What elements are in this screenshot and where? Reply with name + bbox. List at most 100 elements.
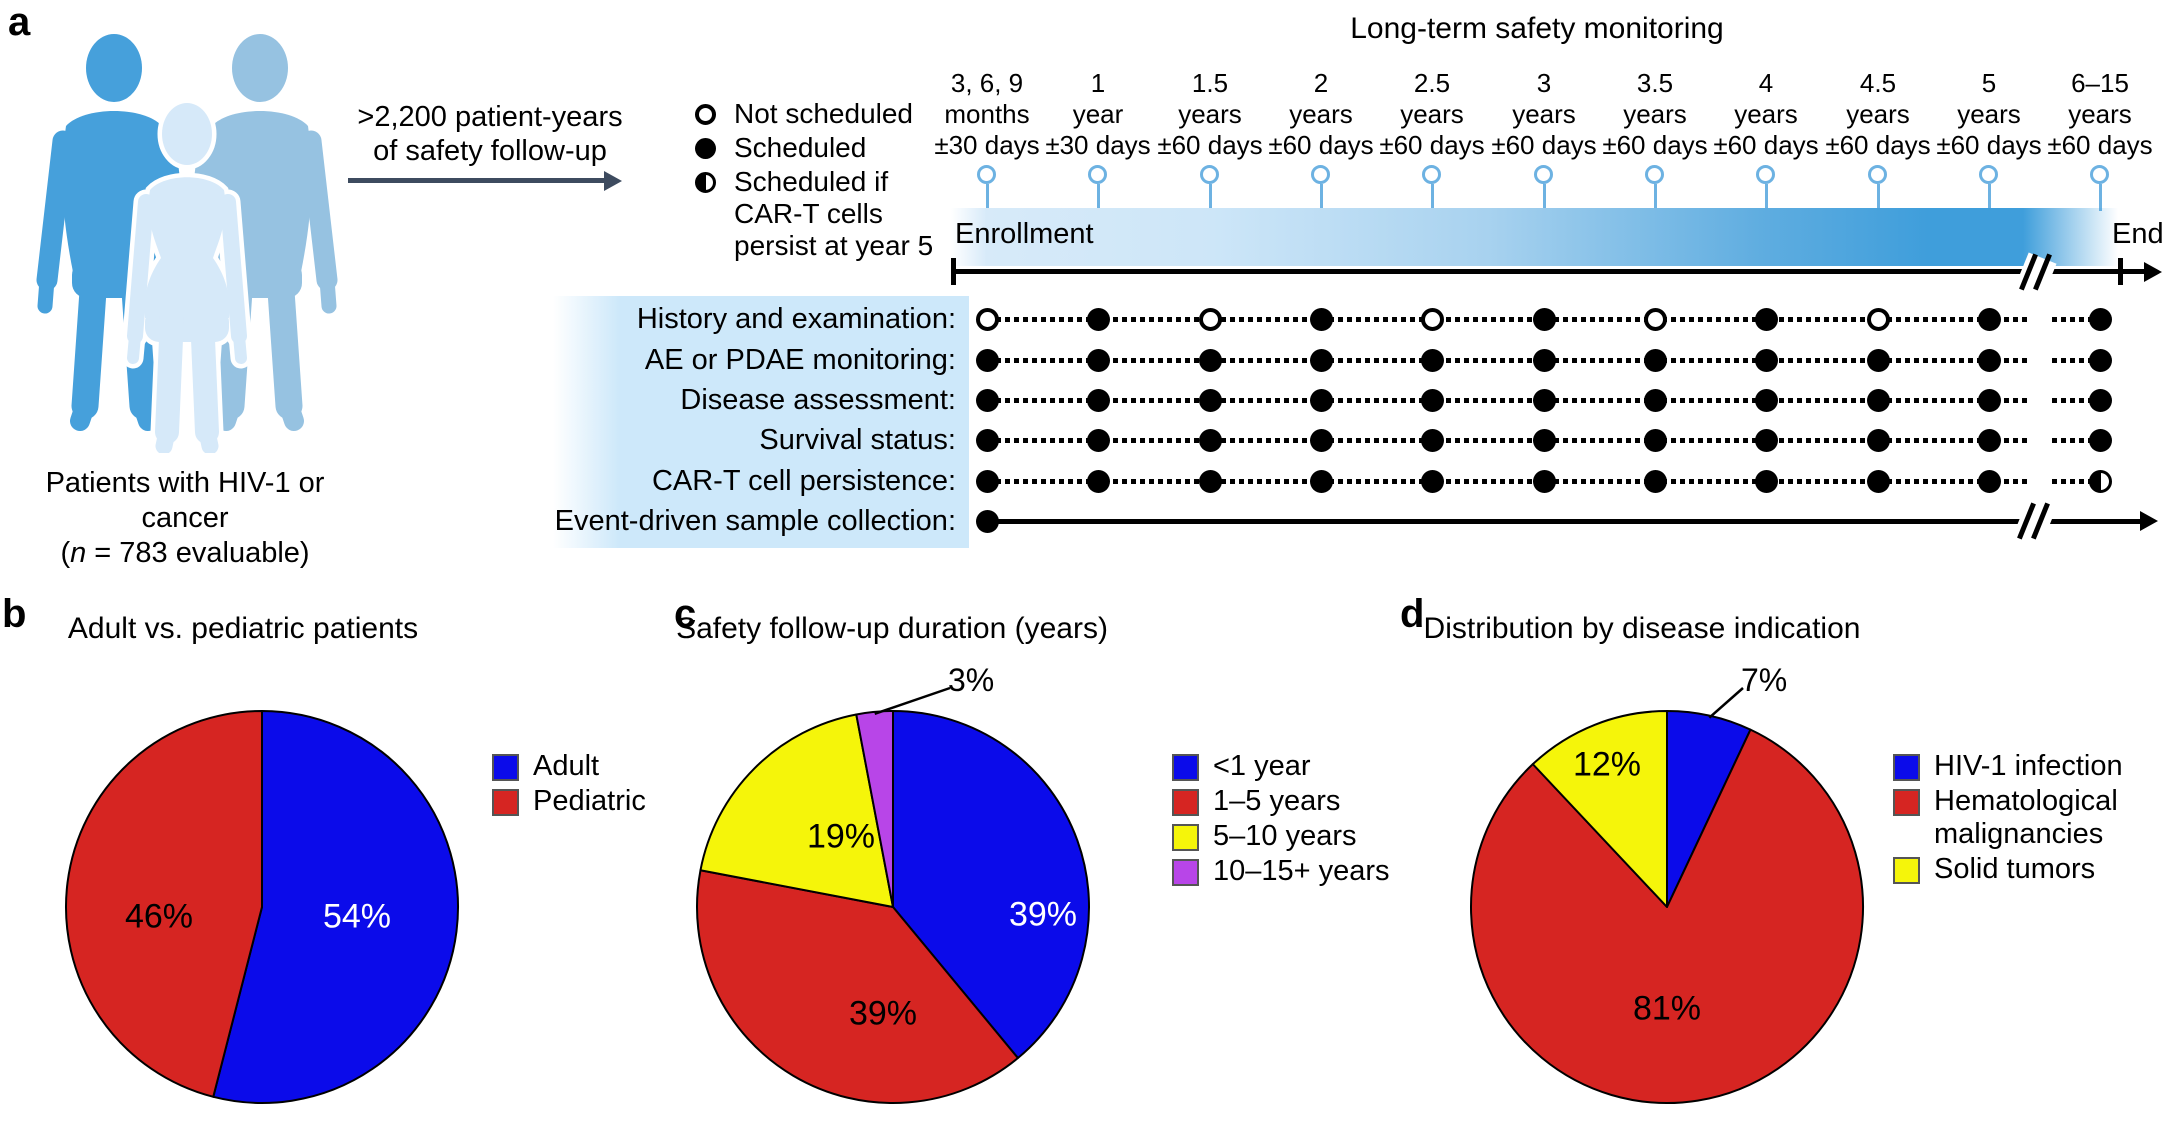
schedule-legend-label: Scheduled — [734, 132, 867, 163]
schedule-legend-item: Scheduled if CAR-T cells persist at year… — [695, 166, 933, 262]
half-circle-icon — [695, 172, 716, 193]
timepoint-label-line: 4.5 — [1859, 68, 1897, 98]
open-circle-icon — [695, 104, 716, 125]
timepoint-label-line: years — [1734, 99, 1798, 129]
pie-slice — [699, 713, 894, 908]
filled-visit-dot — [1086, 469, 1110, 493]
pie-chart-b — [65, 710, 459, 1104]
schedule-row-label: AE or PDAE monitoring: — [644, 344, 956, 376]
timepoint-pin-stem — [985, 184, 989, 211]
filled-visit-dot — [1643, 388, 1667, 412]
pie-pct-label: 39% — [1008, 895, 1078, 934]
timepoint-label-line: 5 — [1981, 68, 1997, 98]
filled-visit-dot — [1532, 428, 1556, 452]
schedule-dotted-line — [987, 316, 2028, 322]
filled-visit-dot — [1866, 348, 1890, 372]
timepoint-pin-head — [1645, 165, 1664, 184]
patients-caption-line2: (n = 783 evaluable) — [60, 537, 310, 569]
timepoint-label-line: years — [1512, 99, 1576, 129]
event-arrow-line — [987, 518, 2142, 524]
filled-visit-dot — [975, 348, 999, 372]
timepoint-label-line: year — [1072, 99, 1124, 129]
schedule-dotted-line — [2052, 357, 2100, 363]
pie-title: Adult vs. pediatric patients — [67, 612, 419, 645]
timepoint-pin-stem — [1096, 184, 1100, 211]
filled-visit-dot — [1977, 428, 2001, 452]
timepoint-pin-stem — [1764, 184, 1768, 211]
timepoint-pin-stem — [1876, 184, 1880, 211]
pie-pct-label: 46% — [124, 897, 194, 936]
timepoint-label-line: years — [1846, 99, 1910, 129]
pie-pct-label: 12% — [1572, 745, 1642, 784]
schedule-row-label: Disease assessment: — [680, 384, 956, 416]
timepoint-pin-stem — [1430, 184, 1434, 211]
schedule-row-label: CAR-T cell persistence: — [651, 465, 956, 497]
pie-legend-item: <1 year — [1172, 750, 1390, 783]
pie-slice — [855, 710, 894, 908]
pie-legend-label: Hematological malignancies — [1934, 785, 2118, 850]
pct-leader-line — [874, 686, 951, 716]
filled-visit-dot — [975, 509, 999, 533]
filled-visit-dot — [2088, 388, 2112, 412]
pie-legend-label: Pediatric — [533, 785, 646, 817]
timepoint-label-line: ±60 days — [1268, 130, 1374, 160]
filled-visit-dot — [1309, 307, 1333, 331]
timepoint-pin-stem — [1653, 184, 1657, 211]
pie-chart-c — [696, 686, 1090, 1104]
open-visit-dot — [1866, 307, 1890, 331]
timepoint-label-line: 1.5 — [1191, 68, 1229, 98]
filled-visit-dot — [1866, 428, 1890, 452]
timepoint-label-line: years — [1289, 99, 1353, 129]
timepoint-pin-stem — [2098, 184, 2102, 211]
filled-visit-dot — [1532, 307, 1556, 331]
pie-legend-label: Adult — [533, 750, 600, 782]
timepoint-pin-head — [1311, 165, 1330, 184]
pie-title: Distribution by disease indication — [1423, 612, 1861, 645]
patients-caption: Patients with HIV-1 or cancer (n = 783 e… — [4, 466, 366, 571]
schedule-dotted-line — [987, 437, 2028, 443]
timepoint-label-line: years — [2068, 99, 2132, 129]
filled-visit-dot — [975, 469, 999, 493]
filled-visit-dot — [1420, 428, 1444, 452]
schedule-dotted-line — [987, 478, 2028, 484]
flow-arrow-line — [348, 178, 606, 183]
legend-swatch — [1172, 859, 1199, 886]
pie-pct-label: 19% — [806, 817, 876, 856]
pie-slice — [212, 710, 459, 1104]
timepoint-pin-head — [1088, 165, 1107, 184]
female-silhouette — [127, 103, 247, 453]
schedule-legend-item: Scheduled — [695, 132, 933, 164]
open-visit-dot — [975, 307, 999, 331]
filled-visit-dot — [1086, 348, 1110, 372]
event-arrow-head — [2140, 511, 2158, 531]
legend-swatch — [1893, 754, 1920, 781]
timepoint-label-line: ±30 days — [934, 130, 1040, 160]
timepoint-pin-stem — [1542, 184, 1546, 211]
legend-swatch — [1172, 754, 1199, 781]
filled-visit-dot — [1532, 388, 1556, 412]
timepoint-label-line: 3.5 — [1636, 68, 1674, 98]
filled-visit-dot — [1086, 388, 1110, 412]
filled-visit-dot — [1977, 348, 2001, 372]
pie-slice — [696, 869, 1019, 1104]
panel-c-label: c — [674, 592, 697, 636]
schedule-dotted-line — [2052, 478, 2100, 484]
schedule-row-label: Survival status: — [759, 424, 956, 456]
timepoint-pin-head — [1979, 165, 1998, 184]
open-visit-dot — [1198, 307, 1222, 331]
timeline-title: Long-term safety monitoring — [1350, 12, 1724, 45]
timepoint-label-line: ±60 days — [1157, 130, 1263, 160]
filled-visit-dot — [1977, 307, 2001, 331]
timepoint-pin-head — [1756, 165, 1775, 184]
flow-arrow-head — [604, 170, 622, 191]
half-visit-dot — [2088, 469, 2112, 493]
pie-slice — [1531, 710, 1668, 908]
patient-silhouettes-illustration — [36, 34, 338, 453]
filled-visit-dot — [1532, 348, 1556, 372]
timepoint-pin-head — [2090, 165, 2109, 184]
end-label: End — [2112, 218, 2162, 250]
